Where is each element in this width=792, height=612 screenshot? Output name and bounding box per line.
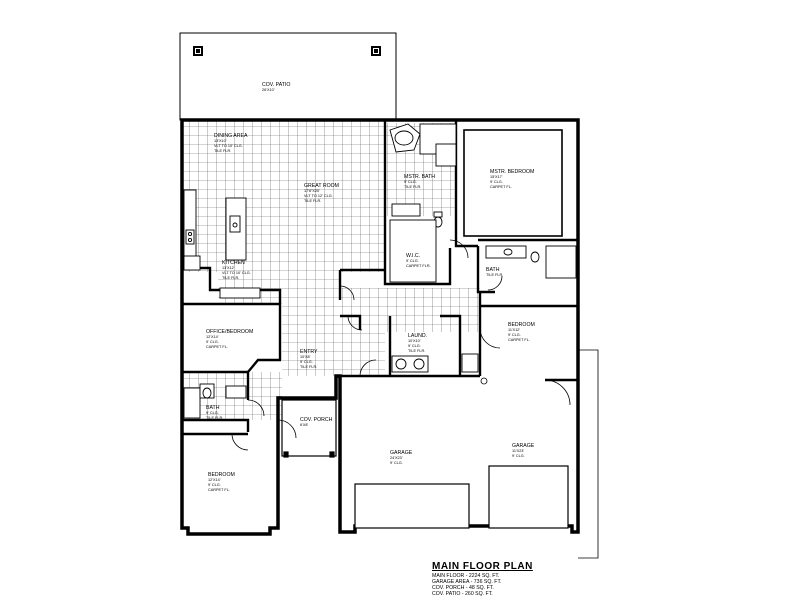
cov-patio — [179, 32, 397, 121]
label-entry: ENTRY — [300, 349, 318, 355]
label-office: OFFICE/BEDROOM — [206, 329, 253, 335]
kitchen-fixtures — [183, 189, 261, 299]
label-kitchen: KITCHEN — [222, 260, 245, 266]
area-garage: GARAGE AREA - 736 SQ. FT. — [432, 579, 501, 585]
plan-title: MAIN FLOOR PLAN — [432, 561, 533, 572]
svg-text:12'X14': 12'X14' — [208, 478, 221, 482]
door-swings — [231, 239, 571, 451]
svg-text:11'X23': 11'X23' — [512, 449, 524, 453]
svg-text:26'X10': 26'X10' — [262, 88, 275, 92]
svg-text:11'X12': 11'X12' — [508, 328, 520, 332]
svg-text:12'X14': 12'X14' — [206, 335, 219, 339]
svg-text:13'X12': 13'X12' — [222, 266, 235, 270]
left-bath-fixtures — [183, 383, 247, 419]
svg-text:TILE FLR.: TILE FLR. — [408, 349, 425, 353]
label-laund: LAUND. — [408, 333, 427, 339]
svg-text:CARPET FLR.: CARPET FLR. — [406, 264, 431, 268]
label-bedroom-left: BEDROOM — [208, 472, 235, 478]
svg-text:9' CLG.: 9' CLG. — [408, 344, 421, 348]
master-bedroom-outline — [463, 129, 563, 237]
svg-text:24'X23': 24'X23' — [390, 456, 403, 460]
svg-text:9' CLG.: 9' CLG. — [490, 180, 503, 184]
exterior-walls — [180, 118, 580, 536]
svg-text:TILE FLR.: TILE FLR. — [206, 416, 223, 420]
svg-text:9' CLG.: 9' CLG. — [404, 180, 417, 184]
svg-text:CARPET FL.: CARPET FL. — [206, 345, 228, 349]
laundry-fixtures — [391, 353, 479, 373]
label-bedroom-right: BEDROOM — [508, 322, 535, 328]
svg-text:VLT TO 10' CLG.: VLT TO 10' CLG. — [214, 144, 243, 148]
area-cov-patio: COV. PATIO - 260 SQ. FT. — [432, 591, 493, 597]
label-dining: DINING AREA — [214, 133, 248, 139]
area-main-floor: MAIN FLOOR - 2224 SQ. FT. — [432, 573, 499, 579]
svg-text:TILE FLR.: TILE FLR. — [222, 276, 239, 280]
svg-text:9' CLG.: 9' CLG. — [512, 454, 525, 458]
svg-text:9' CLG.: 9' CLG. — [390, 461, 403, 465]
svg-text:6'X8': 6'X8' — [300, 423, 308, 427]
svg-text:9' CLG.: 9' CLG. — [406, 259, 419, 263]
room-labels: COV. PATIO 26'X10' DINING AREA 13'X10' V… — [206, 82, 535, 492]
svg-text:17'6"X20': 17'6"X20' — [304, 189, 320, 193]
svg-text:CARPET FL.: CARPET FL. — [208, 488, 230, 492]
svg-text:TILE FLR.: TILE FLR. — [404, 185, 421, 189]
svg-text:15'X17': 15'X17' — [490, 175, 503, 179]
label-bath-left: BATH — [206, 405, 220, 411]
label-wic: W.I.C. — [406, 253, 420, 259]
area-cov-porch: COV. PORCH - 48 SQ. FT. — [432, 585, 494, 591]
label-garage-big: GARAGE — [390, 450, 413, 456]
svg-text:9' CLG.: 9' CLG. — [508, 333, 521, 337]
garage-doors — [354, 465, 569, 529]
label-mstr-bedroom: MSTR. BEDROOM — [490, 169, 534, 175]
svg-text:9' CLG.: 9' CLG. — [206, 411, 219, 415]
svg-text:CARPET FL.: CARPET FL. — [508, 338, 530, 342]
right-bath-fixtures — [485, 245, 577, 279]
label-cov-porch: COV. PORCH — [300, 417, 333, 423]
title-block: MAIN FLOOR PLAN MAIN FLOOR - 2224 SQ. FT… — [432, 561, 533, 597]
svg-text:13'X10': 13'X10' — [214, 139, 227, 143]
svg-text:TILE FLR.: TILE FLR. — [486, 273, 503, 277]
label-cov-patio: COV. PATIO — [262, 82, 290, 88]
svg-text:10'X8': 10'X8' — [300, 355, 311, 359]
label-mstr-bath: MSTR. BATH — [404, 174, 435, 180]
svg-text:10'X10': 10'X10' — [408, 339, 421, 343]
label-bath-right: BATH — [486, 267, 500, 273]
svg-text:VLT TO 12' CLG.: VLT TO 12' CLG. — [304, 194, 333, 198]
svg-text:TILE FLR.: TILE FLR. — [214, 149, 231, 153]
svg-text:9' CLG.: 9' CLG. — [206, 340, 219, 344]
label-great-room: GREAT ROOM — [304, 183, 339, 189]
svg-text:VLT TO 10' CLG.: VLT TO 10' CLG. — [222, 271, 251, 275]
driveway-line — [578, 349, 599, 559]
svg-text:TILE FLR.: TILE FLR. — [304, 199, 321, 203]
master-bath-fixtures — [389, 123, 457, 283]
svg-text:9' CLG.: 9' CLG. — [208, 483, 221, 487]
label-garage-small: GARAGE — [512, 443, 535, 449]
cov-porch — [281, 399, 337, 458]
interior-walls — [182, 120, 578, 436]
svg-text:9' CLG.: 9' CLG. — [300, 360, 313, 364]
svg-text:CARPET FL.: CARPET FL. — [490, 185, 512, 189]
svg-text:TILE FLR.: TILE FLR. — [300, 365, 317, 369]
